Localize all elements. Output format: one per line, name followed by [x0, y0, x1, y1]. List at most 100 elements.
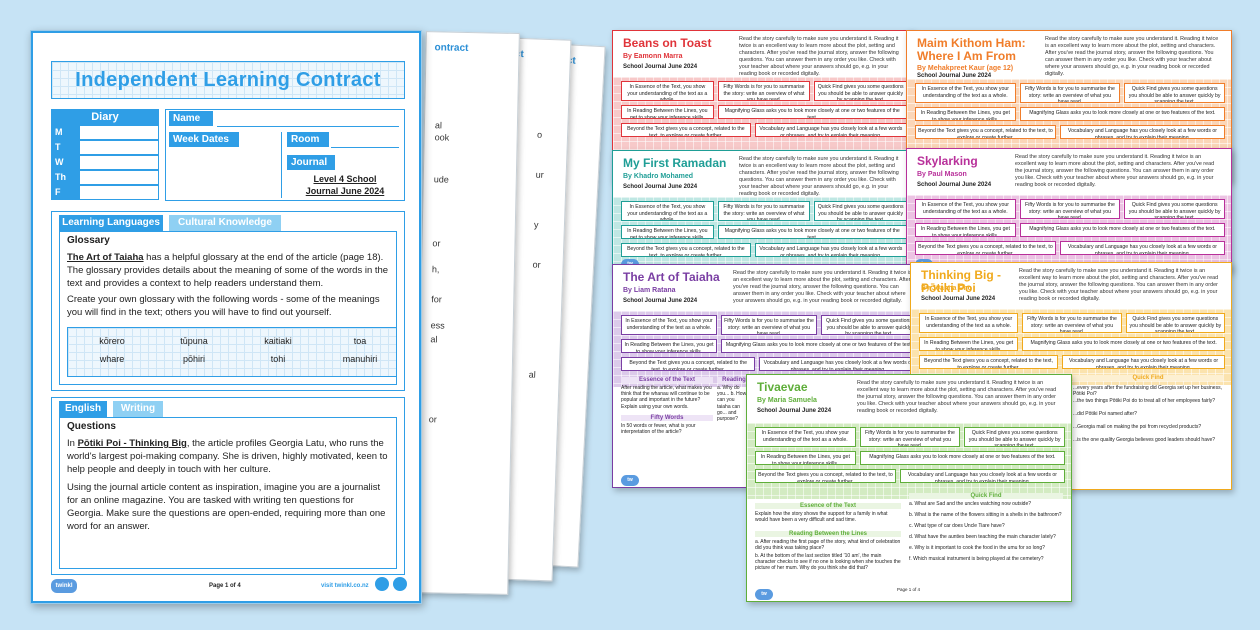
back-page-text: ess	[430, 320, 445, 331]
back-page-text: ur	[535, 169, 544, 180]
worksheet-title: Beans on Toast	[623, 36, 712, 50]
tab-english[interactable]: English	[59, 401, 107, 417]
questions-article-link[interactable]: Pōtiki Poi - Thinking Big	[77, 438, 187, 449]
tab-writing[interactable]: Writing	[113, 401, 163, 417]
diary-entry-field[interactable]	[79, 185, 159, 200]
twinkl-logo: twinkl	[51, 579, 77, 593]
worksheet-cell-beyond: Beyond the Text gives you a concept, rel…	[755, 469, 896, 483]
worksheet-cell-quickfind: Quick Find gives you some questions you …	[814, 201, 907, 221]
worksheet-intro: Read the story carefully to make sure yo…	[857, 380, 1057, 414]
glossary-word: manuhiri	[342, 354, 378, 364]
worksheet-cell-between: In Reading Between the Lines, you get to…	[621, 339, 717, 353]
back-page-text: ook	[434, 132, 450, 143]
back-page-text: or	[532, 259, 541, 270]
diary-entry-field[interactable]	[79, 170, 159, 185]
worksheet-grid: In Essence of the Text, you show your un…	[747, 423, 1071, 499]
glossary-text: has a helpful glossary at the end of the…	[67, 252, 389, 289]
worksheet-cell-vocab: Vocabulary and Language has you closely …	[1059, 241, 1225, 255]
worksheet-grid: In Essence of the Text, you show your un…	[911, 309, 1231, 385]
details-box	[165, 109, 405, 201]
back-page-text: al	[528, 369, 536, 380]
diary-label: Diary	[51, 109, 159, 125]
tab-cultural-knowledge[interactable]: Cultural Knowledge	[169, 215, 281, 231]
day-label: F	[51, 185, 79, 200]
worksheet-title: The Art of Taiaha	[623, 270, 720, 284]
worksheet-cell-between: In Reading Between the Lines, you get to…	[915, 107, 1016, 121]
essence-text: Explain how the story shows the support …	[755, 511, 888, 524]
day-label: Th	[51, 170, 79, 185]
worksheet-title: Skylarking	[917, 154, 978, 168]
section-label-essence: Essence of the Text	[621, 377, 713, 383]
quickfind-question: d. What have the aunties been teaching t…	[909, 534, 1056, 540]
questions-paragraph-2: Using the journal article content as ins…	[67, 482, 386, 532]
worksheet-cell-magnify: Magnifying Glass asks you to look more c…	[1019, 223, 1225, 237]
worksheet-author: By Joanna Cho	[921, 285, 972, 292]
worksheet-source: School Journal June 2024	[917, 73, 992, 79]
worksheet-author: By Khadro Mohamed	[623, 173, 694, 180]
worksheet-cell-beyond: Beyond the Text gives you a concept, rel…	[915, 125, 1056, 139]
between-question: a. After reading the first page of the s…	[755, 539, 901, 552]
worksheet-cell-magnify: Magnifying Glass asks you to look more c…	[859, 451, 1065, 465]
worksheet-cell-magnify: Magnifying Glass asks you to look more c…	[717, 225, 907, 239]
diary-entry-field[interactable]	[79, 140, 159, 155]
back-page-text: al	[430, 334, 438, 345]
between-question: b. At the bottom of the last section tit…	[755, 553, 901, 572]
essence-text: After reading the article, what makes yo…	[621, 385, 712, 410]
glossary-panel	[59, 231, 397, 385]
back-page-text: or	[432, 238, 441, 249]
worksheet-cell-fifty: Fifty Words is for you to summarise the …	[721, 315, 817, 335]
section-label-essence: Essence of the Text	[755, 503, 901, 509]
questions-panel	[59, 417, 397, 569]
worksheet-cell-vocab: Vocabulary and Language has you closely …	[899, 469, 1065, 483]
tab-learning-languages[interactable]: Learning Languages	[59, 215, 163, 231]
worksheet-intro: Read the story carefully to make sure yo…	[739, 156, 899, 197]
worksheet-cell-magnify: Magnifying Glass asks you to look more c…	[1019, 107, 1225, 121]
room-field[interactable]	[331, 132, 399, 148]
worksheet-cell-vocab: Vocabulary and Language has you closely …	[754, 123, 907, 137]
glossary-word: tūpuna	[180, 336, 208, 346]
worksheet-cell-beyond: Beyond the Text gives you a concept, rel…	[919, 355, 1059, 369]
journal-value: Level 4 School Journal June 2024	[293, 173, 397, 197]
worksheet-cell-between: In Reading Between the Lines, you get to…	[915, 223, 1016, 237]
twinkl-logo: tw	[755, 589, 773, 600]
worksheet-source: School Journal June 2024	[623, 64, 698, 70]
worksheet-cell-between: In Reading Between the Lines, you get to…	[755, 451, 856, 465]
room-label: Room	[287, 132, 329, 147]
page-number: Page 1 of 4	[897, 587, 921, 592]
worksheet-cell-vocab: Vocabulary and Language has you closely …	[1062, 355, 1225, 369]
worksheet-title: My First Ramadan	[623, 156, 727, 170]
english-section	[51, 397, 405, 575]
day-label: M	[51, 125, 79, 140]
quickfind-question: a. What are Sad and the uncles watching …	[909, 501, 1032, 507]
diary-entry-field[interactable]	[79, 155, 159, 170]
back-page-title: ontract	[434, 42, 469, 54]
worksheet-author: By Paul Mason	[917, 171, 967, 178]
worksheet-cell-quickfind: Quick Find gives you some questions you …	[814, 81, 907, 101]
worksheet-cell-essence: In Essence of the Text, you show your un…	[919, 313, 1019, 333]
worksheet-intro: Read the story carefully to make sure yo…	[1045, 36, 1219, 77]
site-link[interactable]: visit twinkl.co.nz	[321, 583, 369, 589]
quickfind-question: ...did Pōtiki Poi named after?	[1073, 411, 1137, 417]
worksheet-title: Tivaevae	[757, 380, 808, 394]
worksheet-cell-beyond: Beyond the Text gives you a concept, rel…	[915, 241, 1056, 255]
glossary-word-box: kōrero tūpuna kaitiaki toa whare pōhiri …	[67, 327, 397, 377]
worksheet-author: By Mehakpreet Kaur (age 12)	[917, 65, 1014, 72]
worksheet-author: By Liam Ratana	[623, 287, 676, 294]
worksheet-cell-essence: In Essence of the Text, you show your un…	[915, 83, 1016, 103]
glossary-word: tohi	[270, 354, 286, 364]
questions-text: In	[67, 438, 78, 449]
worksheet-cell-fifty: Fifty Words is for you to summarise the …	[1022, 313, 1122, 333]
worksheet-intro: Read the story carefully to make sure yo…	[1015, 154, 1215, 188]
glossary-article-link[interactable]: The Art of Taiaha	[67, 252, 144, 263]
worksheet-author: By Eamonn Marra	[623, 53, 683, 60]
diary-entry-field[interactable]	[79, 125, 159, 140]
learning-languages-section	[51, 211, 405, 391]
worksheet-cell-fifty: Fifty Words is for you to summarise the …	[859, 427, 961, 447]
name-field[interactable]	[217, 111, 399, 127]
quickfind-question: ...is the one quality Georgia believes g…	[1073, 437, 1216, 443]
title-banner: Independent Learning Contract	[51, 61, 405, 99]
worksheet-cell-between: In Reading Between the Lines, you get to…	[621, 225, 714, 239]
day-label: W	[51, 155, 79, 170]
worksheet-cell-essence: In Essence of the Text, you show your un…	[755, 427, 856, 447]
